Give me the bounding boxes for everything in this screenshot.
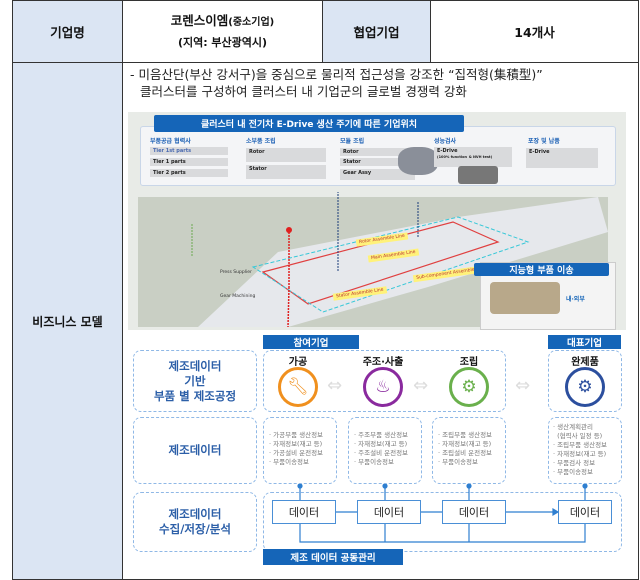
business-label-text: 비즈니스 모델 bbox=[32, 314, 103, 329]
data-item: · 생산계획관리 bbox=[553, 423, 594, 431]
spacer bbox=[324, 167, 364, 170]
data-item: · 가공설비 운전정보 bbox=[269, 449, 324, 457]
data-node: 데이터 bbox=[558, 500, 612, 524]
company-name-cell: 코렌스이엠(중소기업) (지역: 부산광역시) bbox=[122, 0, 323, 63]
company-type: (중소기업) bbox=[228, 16, 275, 28]
gear-machining-label: Gear Machining bbox=[220, 294, 256, 299]
stage-item: E-Drive bbox=[437, 148, 458, 154]
data-item: · 주조부품 생산정보 bbox=[354, 431, 409, 439]
row3-title: 제조데이터 수집/저장/분석 bbox=[133, 492, 257, 552]
step-label: 완제품 bbox=[571, 357, 599, 368]
stage-item: & NVH test) bbox=[468, 155, 493, 159]
stage-item: Rotor bbox=[340, 148, 415, 156]
company-region: (지역: 부산광역시) bbox=[177, 35, 268, 49]
transport-label: 내·외부 bbox=[566, 296, 585, 303]
transport-vehicle-image bbox=[490, 282, 560, 314]
data-item: · 부품이송정보 bbox=[553, 468, 594, 476]
data-item: · 자재정보(재고 등) bbox=[269, 440, 323, 448]
description-line-1: - 미음산단(부산 강서구)을 중심으로 물리적 접근성을 강조한 “집적형(集… bbox=[130, 67, 543, 82]
data-list: · 조립부품 생산정보· 자재정보(재고 등)· 조립설비 운전정보· 부품이송… bbox=[438, 431, 492, 467]
bidirectional-arrow-icon: ⇔ bbox=[515, 375, 531, 396]
stage-item: Tier 1st parts bbox=[150, 147, 228, 155]
stage-item: Rotor bbox=[246, 148, 326, 162]
partner-count-text: 14개사 bbox=[514, 25, 555, 40]
stage-item: E-Drive bbox=[526, 148, 598, 168]
stage-title: 포장 및 납품 bbox=[528, 138, 560, 145]
stage-item: Gear Assy bbox=[340, 169, 415, 180]
business-model-label: 비즈니스 모델 bbox=[12, 62, 123, 580]
label-text: 기업명 bbox=[50, 25, 85, 40]
data-list: · 가공부품 생산정보· 자재정보(재고 등)· 가공설비 운전정보· 부품이송… bbox=[269, 431, 323, 467]
representative-tab: 대표기업 bbox=[548, 335, 621, 349]
representative-process-box bbox=[548, 350, 622, 412]
description-line-2: 클러스터를 구성하여 클러스터 내 기업군의 글로벌 경쟁력 강화 bbox=[140, 84, 467, 99]
step-label: 조립 bbox=[459, 357, 479, 368]
data-list-box: · 가공부품 생산정보· 자재정보(재고 등)· 가공설비 운전정보· 부품이송… bbox=[263, 417, 337, 484]
data-item: · 부품이송정보 bbox=[438, 458, 479, 466]
data-node: 데이터 bbox=[442, 500, 506, 524]
data-item: · 조립부품 생산정보 bbox=[553, 441, 608, 449]
participants-process-box bbox=[263, 350, 506, 412]
data-list-box: · 조립부품 생산정보· 자재정보(재고 등)· 조립설비 운전정보· 부품이송… bbox=[432, 417, 506, 484]
stage-item: Tier 1 parts bbox=[150, 158, 228, 166]
wrench-icon: 🔧︎ bbox=[278, 367, 318, 407]
stage-item: (100% function bbox=[437, 155, 467, 159]
stage-item-group: E-Drive(100% function & NVH test) bbox=[434, 147, 512, 167]
partner-label: 협업기업 bbox=[322, 0, 431, 63]
data-list: · 생산계획관리 (협력사 일정 등)· 조립부품 생산정보· 자재정보(재고 … bbox=[553, 423, 607, 477]
step-label: 가공 bbox=[288, 357, 308, 368]
data-item: · 자재정보(재고 등) bbox=[553, 450, 607, 458]
robots-icon: ⚙︎ bbox=[565, 367, 605, 407]
stage-title: 소부품 조립 bbox=[246, 138, 276, 145]
data-item: · 조립설비 운전정보 bbox=[438, 449, 493, 457]
data-list: · 주조부품 생산정보· 자재정보(재고 등)· 주조설비 운전정보· 부품이송… bbox=[354, 431, 408, 467]
data-item: · 자재정보(재고 등) bbox=[354, 440, 408, 448]
data-flow-connectors bbox=[297, 484, 588, 543]
data-list-box: · 주조부품 생산정보· 자재정보(재고 등)· 주조설비 운전정보· 부품이송… bbox=[348, 417, 422, 484]
participants-tab: 참여기업 bbox=[263, 335, 359, 349]
edrive-image bbox=[458, 166, 498, 184]
company-name-label: 기업명 bbox=[12, 0, 123, 63]
gearbox-image bbox=[398, 147, 438, 175]
stage-title: 모듈 조립 bbox=[340, 138, 365, 145]
bidirectional-arrow-icon: ⇔ bbox=[327, 375, 343, 396]
data-item: · 자재정보(재고 등) bbox=[438, 440, 492, 448]
data-item: (협력사 일정 등) bbox=[553, 432, 603, 440]
partner-count: 14개사 bbox=[430, 0, 639, 63]
stage-item: Tier 2 parts bbox=[150, 169, 228, 177]
data-item: · 부품이송정보 bbox=[354, 458, 395, 466]
data-item: · 부품이송정보 bbox=[269, 458, 310, 466]
company-name: 코렌스이엠(중소기업) bbox=[171, 11, 274, 33]
business-description: - 미음산단(부산 강서구)을 중심으로 물리적 접근성을 강조한 “집적형(集… bbox=[130, 66, 635, 100]
stage-title: 성능검사 bbox=[434, 138, 457, 145]
data-collection-box bbox=[263, 492, 622, 552]
company-name-text: 코렌스이엠 bbox=[170, 12, 229, 28]
data-node: 데이터 bbox=[357, 500, 421, 524]
bidirectional-arrow-icon: ⇔ bbox=[413, 375, 429, 396]
stage-title: 부품공급 협력사 bbox=[150, 138, 191, 145]
data-list-box: · 생산계획관리 (협력사 일정 등)· 조립부품 생산정보· 자재정보(재고 … bbox=[548, 417, 622, 484]
data-item: · 가공부품 생산정보 bbox=[269, 431, 324, 439]
casting-icon: ♨︎ bbox=[363, 367, 403, 407]
stage-item: Stator bbox=[246, 165, 326, 179]
step-label: 주조·사출 bbox=[362, 357, 404, 368]
data-item: · 주조설비 운전정보 bbox=[354, 449, 409, 457]
row1-title: 제조데이터 기반 부품 별 제조공정 bbox=[133, 350, 257, 412]
robot-arm-icon: ⚙︎ bbox=[449, 367, 489, 407]
shared-management-tab: 제조 데이터 공동관리 bbox=[263, 549, 403, 565]
data-item: · 부품검사 정보 bbox=[553, 459, 596, 467]
transport-title: 지능형 부품 이송 bbox=[474, 263, 609, 276]
data-item: · 조립부품 생산정보 bbox=[438, 431, 493, 439]
row2-title: 제조데이터 bbox=[133, 417, 257, 484]
stage-item: Stator bbox=[340, 158, 415, 166]
press-supplier-label: Press Supplier bbox=[220, 270, 252, 275]
data-node: 데이터 bbox=[272, 500, 336, 524]
cluster-map-image: 클러스터 내 전기차 E-Drive 생산 주기에 따른 기업위치 부품공급 협… bbox=[128, 112, 626, 330]
partner-label-text: 협업기업 bbox=[353, 25, 400, 40]
cluster-map-title: 클러스터 내 전기차 E-Drive 생산 주기에 따른 기업위치 bbox=[154, 115, 464, 132]
